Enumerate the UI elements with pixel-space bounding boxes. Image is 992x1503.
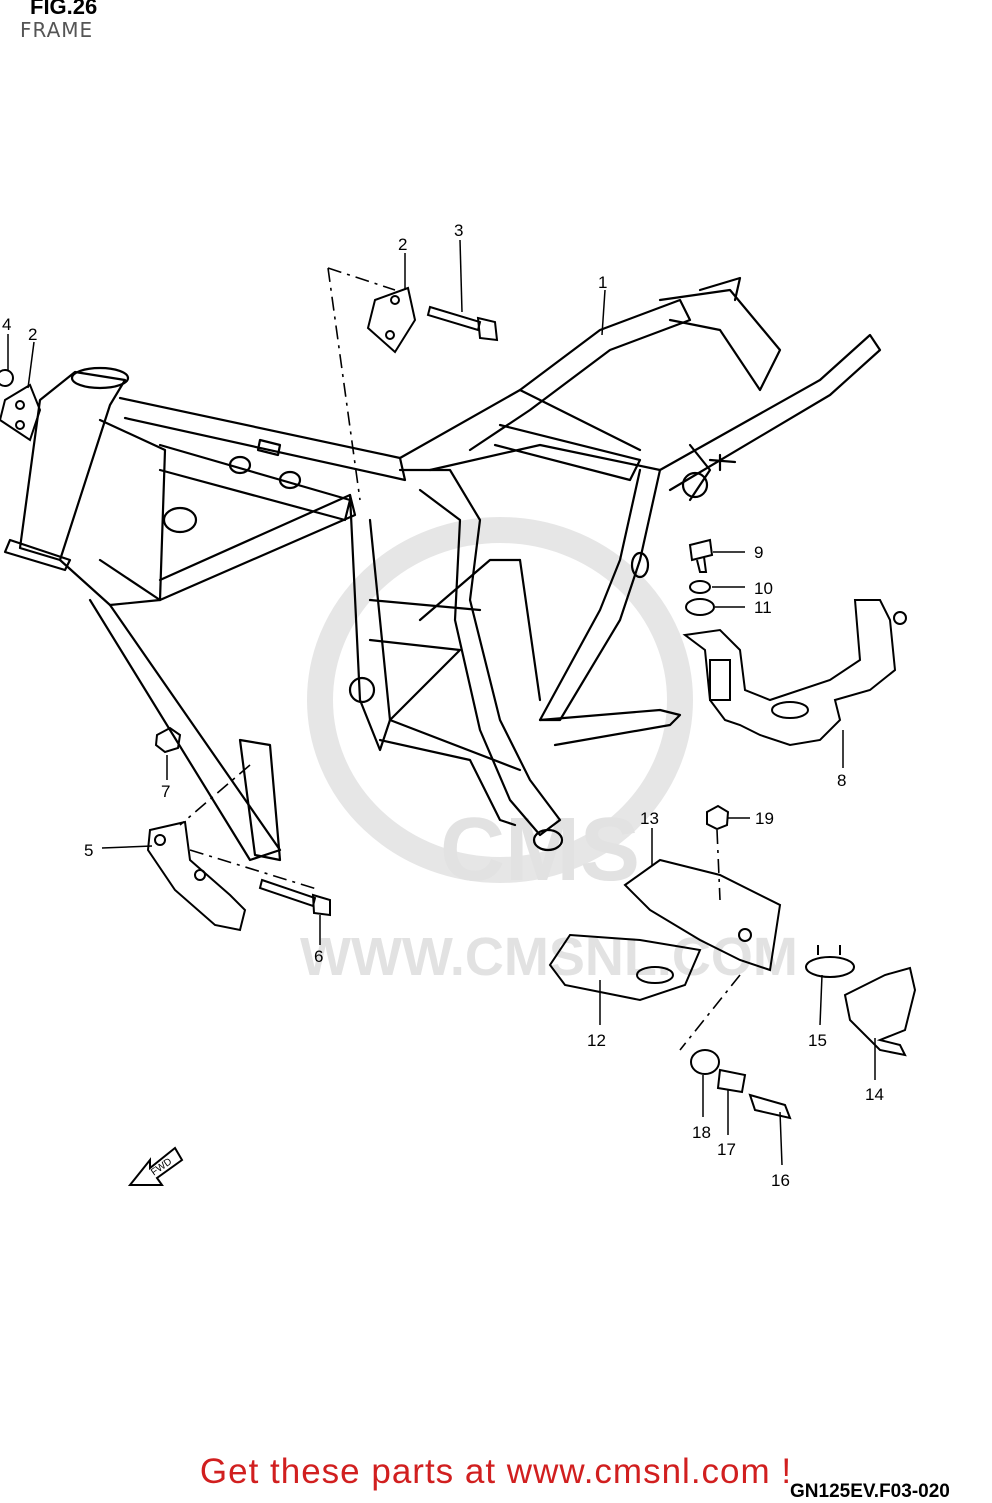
bracket-2-left bbox=[0, 383, 42, 442]
part-label-19: 19 bbox=[755, 809, 774, 828]
part-label-14: 14 bbox=[865, 1085, 884, 1104]
part-label-3: 3 bbox=[454, 221, 463, 240]
part-label-10: 10 bbox=[754, 579, 773, 598]
watermark: CMS WWW.CMSNL.COM bbox=[300, 517, 798, 987]
figure-title: FIG.26 bbox=[30, 0, 98, 19]
part-label-5: 5 bbox=[84, 841, 93, 860]
bolt-3 bbox=[426, 305, 499, 342]
assembly-line-13 bbox=[679, 829, 741, 1051]
bolt-6 bbox=[258, 878, 331, 917]
part-label-8: 8 bbox=[837, 771, 846, 790]
nut-7 bbox=[154, 726, 182, 754]
forward-direction-arrow: FWD bbox=[127, 1146, 184, 1186]
part-labels: 1 2 2 3 4 5 6 7 8 9 10 11 12 13 14 15 16… bbox=[2, 221, 884, 1190]
stud-plate-15 bbox=[805, 945, 855, 978]
part-label-9: 9 bbox=[754, 543, 763, 562]
watermark-url: WWW.CMSNL.COM bbox=[300, 927, 798, 987]
assembly-line-5 bbox=[179, 764, 321, 891]
assembly-line-2 bbox=[327, 267, 396, 501]
bracket-2-upper bbox=[366, 286, 417, 354]
main-frame bbox=[3, 276, 882, 862]
footer-shop-link[interactable]: Get these parts at www.cmsnl.com ! bbox=[199, 1452, 793, 1491]
part-label-2-upper: 2 bbox=[398, 235, 407, 254]
part-label-11: 11 bbox=[754, 598, 772, 617]
collar-11 bbox=[685, 598, 715, 616]
bolt-9 bbox=[688, 538, 714, 573]
nut-4 bbox=[0, 369, 14, 387]
part-label-1: 1 bbox=[598, 273, 607, 292]
part-label-7: 7 bbox=[161, 782, 170, 801]
watermark-brand: CMS bbox=[440, 800, 640, 900]
part-label-12: 12 bbox=[587, 1031, 606, 1050]
footrest-14 bbox=[843, 966, 917, 1057]
exploded-parts-diagram: CMS WWW.CMSNL.COM bbox=[0, 221, 917, 1190]
part-label-4: 4 bbox=[2, 315, 11, 334]
part-label-15: 15 bbox=[808, 1031, 827, 1050]
washer-10 bbox=[689, 580, 711, 594]
part-label-2-left: 2 bbox=[28, 325, 37, 344]
leader-lines bbox=[7, 239, 876, 1166]
cover-12 bbox=[548, 933, 702, 1002]
part-label-6: 6 bbox=[314, 947, 323, 966]
spacer-17 bbox=[716, 1068, 747, 1094]
drawing-code: GN125EV.F03-020 bbox=[790, 1481, 950, 1502]
mount-plate-5 bbox=[146, 820, 247, 932]
cover-13 bbox=[623, 858, 782, 972]
part-label-13: 13 bbox=[640, 809, 659, 828]
nut-19 bbox=[706, 804, 730, 831]
part-label-16: 16 bbox=[771, 1171, 790, 1190]
battery-bracket-8 bbox=[682, 599, 907, 747]
part-label-18: 18 bbox=[692, 1123, 711, 1142]
bolt-16 bbox=[748, 1093, 792, 1120]
figure-subtitle: FRAME bbox=[20, 18, 94, 42]
part-label-17: 17 bbox=[717, 1140, 736, 1159]
grommet-18 bbox=[690, 1049, 720, 1075]
